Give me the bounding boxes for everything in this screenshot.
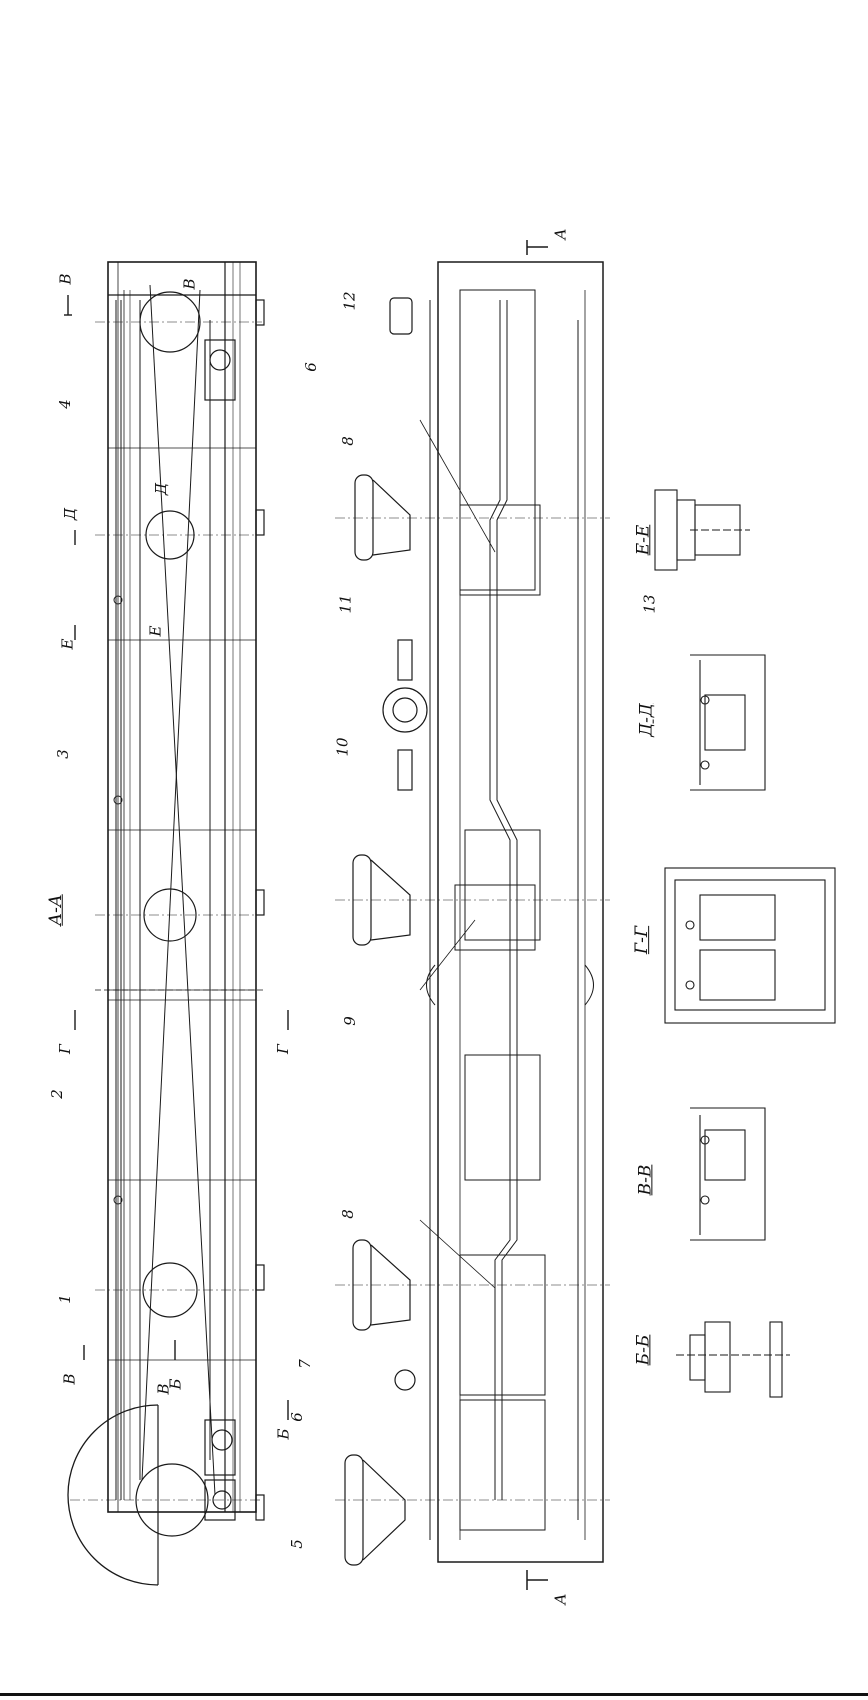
cut-letter-v-mid: В [180,278,199,290]
cut-letter-a-bottom: А [551,1593,570,1605]
callout-5: 5 [287,1539,306,1549]
cut-letter-v-bottom2: В [154,1383,173,1395]
cut-markers-right [526,240,548,1590]
cut-letter-d-left: Д [61,507,80,521]
callout-1: 1 [55,1294,74,1304]
cut-markers-left [64,295,289,1420]
right-view-pipes [419,300,594,1500]
cut-letter-b-right: Б [274,1428,293,1440]
section-label-dd: Д-Д [636,703,657,737]
section-label-aa: А-А [45,894,66,926]
callout-7: 7 [295,1359,314,1369]
callout-12: 12 [340,291,359,311]
cut-letter-d-mid: Д [152,482,171,496]
cut-letter-e-left: Е [58,638,77,650]
cut-letter-a-top: А [551,228,570,240]
left-view-pulleys [67,291,209,1586]
cut-letter-v-bottom: В [60,1373,79,1385]
callout-11: 11 [336,594,355,614]
callout-6a: 6 [301,362,320,372]
right-view-centerlines [335,517,610,1501]
page-bottom-rule [0,1693,868,1696]
callout-8a: 8 [338,436,357,446]
section-label-ee: Е-Е [633,524,654,556]
section-vv-detail [690,1107,766,1241]
cut-letter-e-mid: Е [146,625,165,637]
section-label-vv: В-В [635,1164,656,1196]
cut-letter-v-top: В [56,273,75,285]
left-view-centerlines [70,321,262,1501]
left-view-brackets [204,299,265,1521]
right-view-wheels [344,297,413,1566]
callout-3: 3 [53,749,72,759]
left-view-crossbars [95,447,265,1361]
callout-10: 10 [333,737,352,757]
callout-6b: 6 [287,1412,306,1422]
section-label-gg: Г-Г [632,925,653,955]
section-label-bb: Б-Б [633,1334,654,1366]
cut-letter-g-right: Г [273,1044,292,1054]
callout-8b: 8 [338,1209,357,1219]
callout-2: 2 [47,1089,66,1099]
section-dd-detail [690,654,766,791]
callout-13: 13 [640,594,659,614]
section-gg-detail [664,867,836,1024]
right-view-valve [382,639,428,1391]
callout-4: 4 [55,399,74,409]
left-view-pipe [113,300,123,1500]
left-view-belt [139,284,216,1496]
right-view-boxes [454,289,546,1531]
cut-letter-g-left: Г [55,1044,74,1054]
section-ee-detail [654,489,750,571]
section-bb-detail [676,1321,790,1398]
left-view-frame [107,261,257,1513]
callout-9: 9 [340,1016,359,1026]
